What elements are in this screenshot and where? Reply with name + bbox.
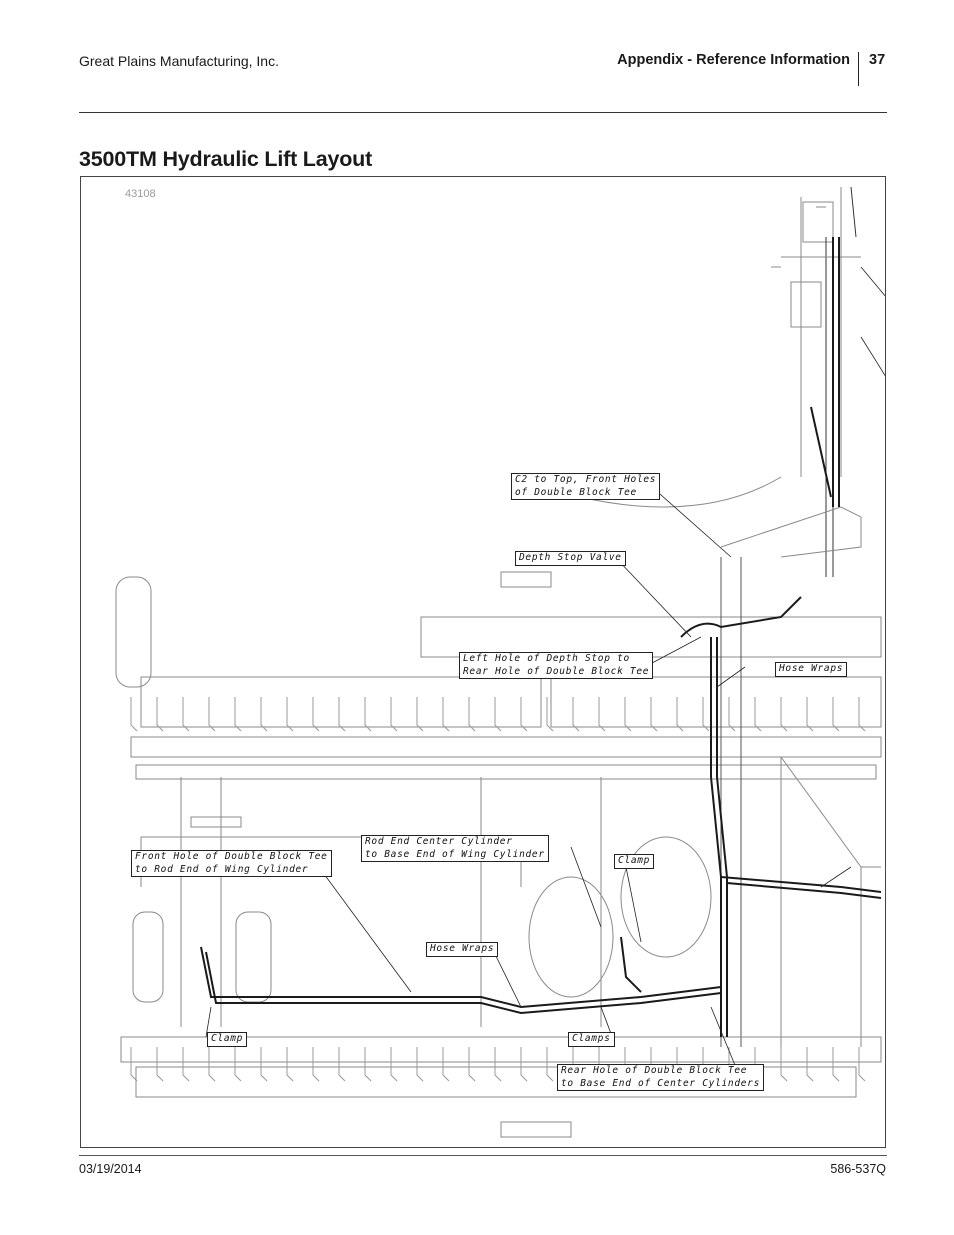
shank-line xyxy=(572,697,580,732)
shank-line xyxy=(338,697,346,732)
callout-hose-wraps-left: Hose Wraps xyxy=(426,942,499,957)
shank-line xyxy=(364,697,372,732)
shank-line xyxy=(546,697,554,732)
shank-line xyxy=(598,697,606,732)
figure-frame: 43108 xyxy=(80,176,886,1148)
shank-line xyxy=(442,1047,450,1082)
footer-rule xyxy=(79,1155,887,1156)
footer-doc-number: 586-537Q xyxy=(830,1162,886,1176)
shank-line xyxy=(520,1047,528,1082)
shank-line xyxy=(234,697,242,732)
page-title: 3500TM Hydraulic Lift Layout xyxy=(79,147,373,171)
shank-line xyxy=(338,1047,346,1082)
callout-depth-stop-valve: Depth Stop Valve xyxy=(515,551,626,566)
callout-hose-wraps-right: Hose Wraps xyxy=(775,662,848,677)
shank-line xyxy=(546,1047,554,1082)
shank-line xyxy=(286,697,294,732)
shank-line xyxy=(468,697,476,732)
shank-line xyxy=(494,697,502,732)
shank-line xyxy=(156,1047,164,1082)
header-section: Appendix - Reference Information xyxy=(617,52,850,68)
shank-line xyxy=(130,1047,138,1082)
shank-line xyxy=(858,697,866,732)
shank-line xyxy=(442,697,450,732)
callout-clamp-left: Clamp xyxy=(207,1032,248,1047)
shank-line xyxy=(416,1047,424,1082)
shank-line xyxy=(286,1047,294,1082)
callout-rod-end-center: Rod End Center Cylinder to Base End of W… xyxy=(361,835,549,862)
shank-line xyxy=(832,1047,840,1082)
shank-line xyxy=(806,1047,814,1082)
callout-left-hole: Left Hole of Depth Stop to Rear Hole of … xyxy=(459,652,654,679)
shank-line xyxy=(234,1047,242,1082)
shank-line xyxy=(702,697,710,732)
callout-clamp-center: Clamp xyxy=(614,854,655,869)
shank-line xyxy=(260,1047,268,1082)
callout-clamps: Clamps xyxy=(568,1032,615,1047)
shank-line xyxy=(390,697,398,732)
callout-rear-hole: Rear Hole of Double Block Tee to Base En… xyxy=(557,1064,765,1091)
shank-line xyxy=(858,1047,866,1082)
callout-front-hole: Front Hole of Double Block Tee to Rod En… xyxy=(131,850,332,877)
shank-line xyxy=(182,697,190,732)
shank-line xyxy=(780,697,788,732)
shank-line xyxy=(312,697,320,732)
callout-c2-to-top: C2 to Top, Front Holes of Double Block T… xyxy=(511,473,661,500)
footer-date: 03/19/2014 xyxy=(79,1162,142,1176)
header-company: Great Plains Manufacturing, Inc. xyxy=(79,53,279,69)
shank-line xyxy=(494,1047,502,1082)
shank-line xyxy=(156,697,164,732)
shank-line xyxy=(208,697,216,732)
shank-line xyxy=(468,1047,476,1082)
shank-line xyxy=(650,697,658,732)
header-rule xyxy=(79,112,887,113)
shank-line xyxy=(390,1047,398,1082)
shank-line xyxy=(676,697,684,732)
shank-line xyxy=(520,697,528,732)
shank-line xyxy=(364,1047,372,1082)
shank-line xyxy=(208,1047,216,1082)
figure-id: 43108 xyxy=(125,188,156,200)
shank-line xyxy=(260,697,268,732)
shank-line xyxy=(832,697,840,732)
shank-line xyxy=(312,1047,320,1082)
shank-line xyxy=(182,1047,190,1082)
shank-line xyxy=(728,697,736,732)
shank-line xyxy=(624,697,632,732)
shank-line xyxy=(754,697,762,732)
shank-line xyxy=(806,697,814,732)
page-number: 37 xyxy=(869,52,886,68)
shank-line xyxy=(780,1047,788,1082)
header-divider xyxy=(858,52,859,86)
shank-line xyxy=(130,697,138,732)
shank-line xyxy=(416,697,424,732)
